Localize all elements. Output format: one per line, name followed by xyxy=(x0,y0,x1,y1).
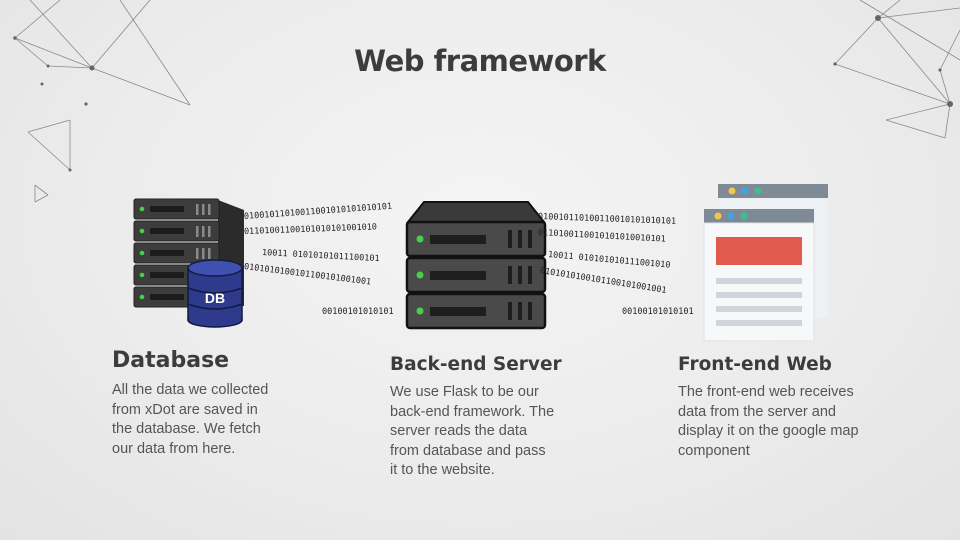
binary-stream: 00100101010101 xyxy=(622,307,694,317)
binary-stream: 00100101010101 xyxy=(322,307,394,317)
database-illustration: DB xyxy=(133,198,244,328)
backend-server-illustration xyxy=(405,201,547,330)
window-dot-icon xyxy=(727,212,735,220)
column-description: The front-end web receives data from the… xyxy=(678,384,859,459)
frontend-column: Front-end Web The front-end web receives… xyxy=(678,354,878,461)
database-column: Database All the data we collected from … xyxy=(112,348,312,459)
window-dot-icon xyxy=(740,212,748,220)
window-dot-icon xyxy=(714,212,722,220)
db-label: DB xyxy=(205,290,225,306)
backend-column: Back-end Server We use Flask to be our b… xyxy=(390,354,590,481)
column-heading: Database xyxy=(112,348,230,373)
database-cylinder-icon: DB xyxy=(187,259,243,328)
column-heading: Front-end Web xyxy=(678,354,832,375)
slide-title: Web framework xyxy=(354,44,606,78)
column-heading: Back-end Server xyxy=(390,354,562,375)
frontend-web-illustration xyxy=(703,184,828,342)
column-description: We use Flask to be our back-end framewor… xyxy=(390,384,555,478)
column-description: All the data we collected from xDot are … xyxy=(112,382,269,457)
